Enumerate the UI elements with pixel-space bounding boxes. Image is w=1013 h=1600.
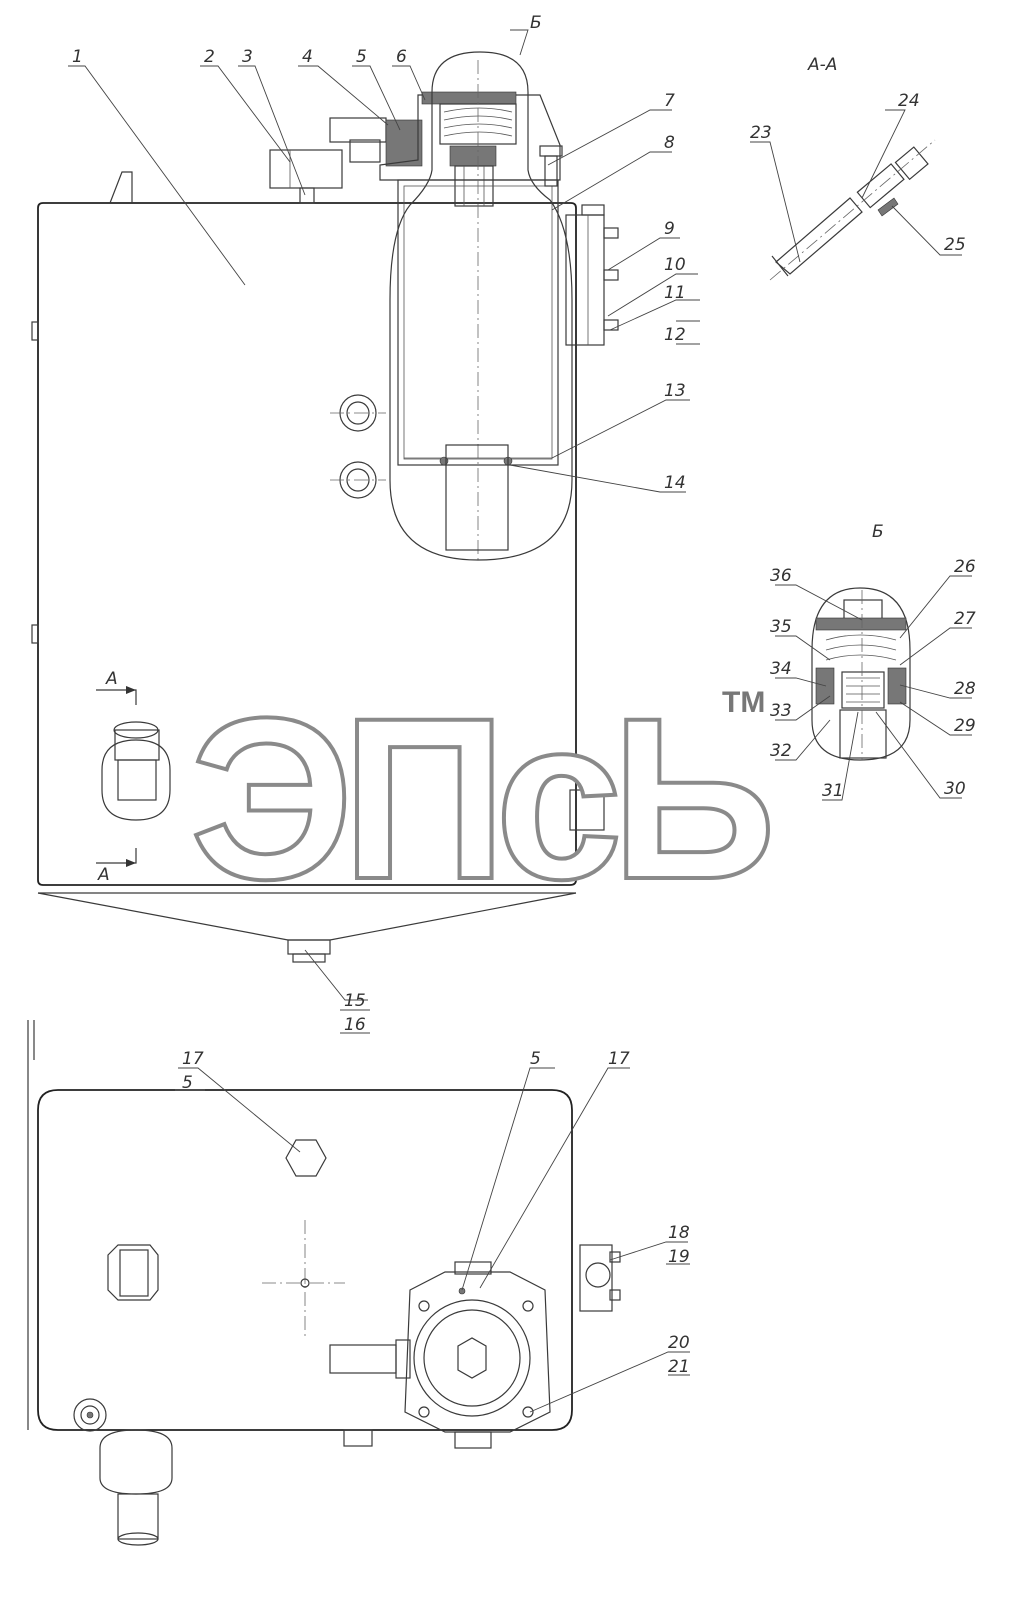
callout-3: 3 [242,47,253,67]
callout-32: 32 [770,741,792,761]
callout-20: 20 [668,1333,690,1353]
watermark-trademark: TM [722,686,765,719]
callout-4: 4 [302,47,313,67]
detail-b-callout: Б [530,13,542,33]
detail-b-view [811,587,911,761]
callout-27: 27 [954,609,976,629]
callout-24: 24 [898,91,920,111]
callout-25: 25 [944,235,966,255]
callout-17-right: 17 [608,1049,630,1069]
callout-33: 33 [770,701,792,721]
callout-34: 34 [770,659,792,679]
callout-7: 7 [664,91,675,111]
callout-15: 15 [344,991,366,1011]
tank-top-view [27,1020,621,1546]
callout-35: 35 [770,617,792,637]
tank-front-view [31,51,619,963]
callout-5-right: 5 [530,1049,541,1069]
callout-28: 28 [954,679,976,699]
callout-29: 29 [954,716,976,736]
callout-14: 14 [664,473,686,493]
section-mark-top: А [105,669,118,689]
section-mark-bottom: А [97,865,110,885]
callout-2: 2 [204,47,215,67]
callout-17-left: 17 [182,1049,204,1069]
callout-30: 30 [944,779,966,799]
callout-10: 10 [664,255,686,275]
callout-21: 21 [668,1357,690,1377]
callout-1: 1 [72,47,83,67]
callout-11: 11 [664,283,686,303]
callout-12: 12 [664,325,686,345]
callout-labels: 1 2 3 4 5 6 7 8 9 10 11 12 13 14 15 16 1… [72,47,976,1377]
callout-8: 8 [664,133,675,153]
detail-b-title: Б [872,522,884,542]
callout-5-left: 5 [182,1073,193,1093]
sight-plug-upper [330,394,386,432]
leader-lines [68,29,972,1413]
callout-5: 5 [356,47,367,67]
watermark-text: ЭПсЬ [190,670,769,927]
callout-6: 6 [396,47,407,67]
section-aa-title: А-А [807,55,837,75]
callout-23: 23 [750,123,772,143]
callout-9: 9 [664,219,675,239]
section-aa-view [769,139,936,281]
callout-36: 36 [770,566,792,586]
sight-plug-lower [330,461,386,499]
callout-26: 26 [954,557,976,577]
callout-19: 19 [668,1247,690,1267]
callout-18: 18 [668,1223,690,1243]
callout-31: 31 [822,781,844,801]
callout-16: 16 [344,1015,366,1035]
callout-13: 13 [664,381,686,401]
watermark: ЭПсЬ TM [188,668,783,929]
